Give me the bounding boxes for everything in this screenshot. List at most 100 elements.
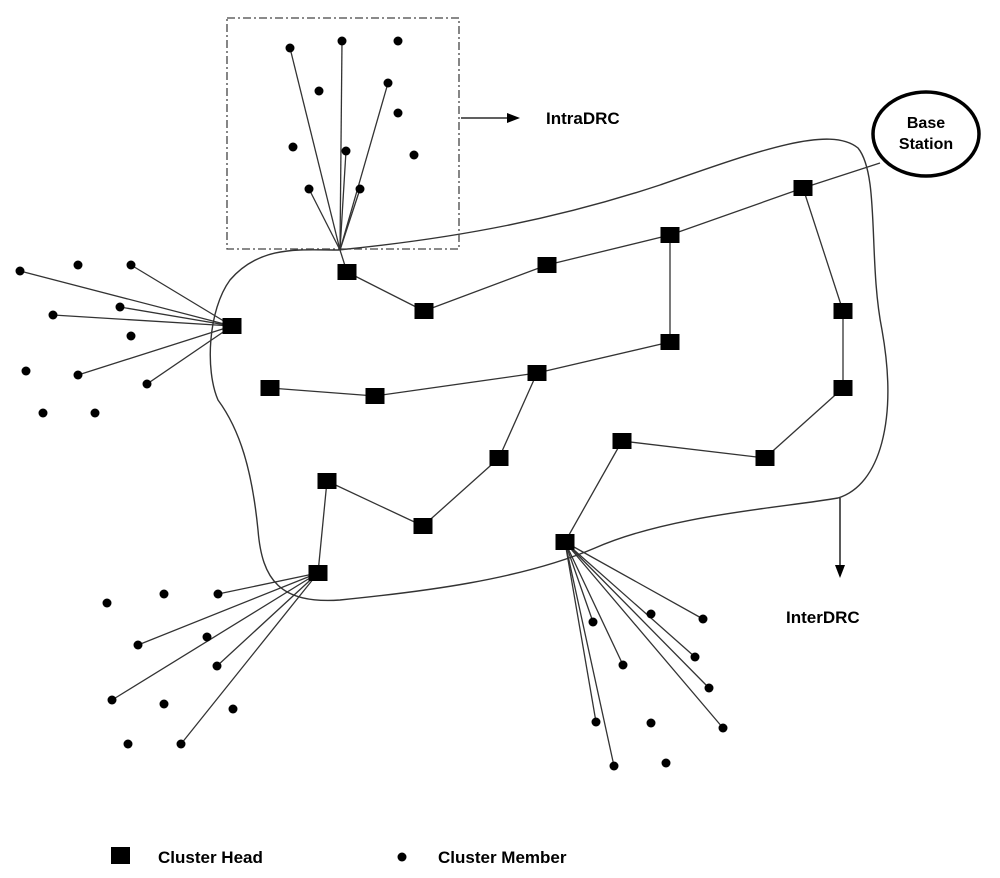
inter-cluster-link — [536, 341, 671, 374]
cluster-member-node — [646, 609, 656, 619]
cluster-member-node — [337, 36, 347, 46]
cluster-member-node — [393, 36, 403, 46]
inter-cluster-link — [802, 187, 844, 312]
intra-cluster-link — [564, 541, 710, 689]
cluster-member-node — [690, 652, 700, 662]
cluster-head-node — [413, 518, 433, 534]
cluster-member-node — [202, 632, 212, 642]
legend: Cluster Head Cluster Member — [111, 847, 567, 867]
legend-cluster-head-label: Cluster Head — [158, 848, 263, 867]
cluster-member-node — [73, 260, 83, 270]
inter-cluster-link — [546, 234, 671, 266]
intra-cluster-link — [564, 541, 624, 666]
cluster-member-node — [15, 266, 25, 276]
cluster-member-node — [90, 408, 100, 418]
intra-cluster-link — [339, 40, 343, 251]
cluster-member-node — [588, 617, 598, 627]
intra-cluster-link — [339, 188, 361, 251]
cluster-head-node — [660, 334, 680, 350]
intra-cluster-link — [564, 541, 704, 620]
inter-cluster-link — [669, 187, 804, 236]
cluster-member-node — [609, 761, 619, 771]
cluster-member-node — [409, 150, 419, 160]
cluster-head-node — [833, 303, 853, 319]
inter-cluster-link — [764, 387, 844, 459]
intra-cluster-link — [111, 572, 319, 701]
cluster-head-node — [365, 388, 385, 404]
inter-cluster-link — [422, 457, 500, 527]
cluster-member-node — [142, 379, 152, 389]
intra-cluster-link — [119, 306, 233, 327]
intra-cluster-link — [130, 264, 233, 327]
intra-cluster-link — [564, 541, 724, 729]
network-links — [19, 40, 881, 767]
cluster-member-node — [288, 142, 298, 152]
cluster-head-node — [793, 180, 813, 196]
cluster-head-node — [222, 318, 242, 334]
cluster-member-node — [176, 739, 186, 749]
cluster-head-node — [555, 534, 575, 550]
cluster-member-node — [304, 184, 314, 194]
inter-cluster-link — [346, 271, 425, 312]
cluster-head-node — [337, 264, 357, 280]
inter-cluster-link — [326, 480, 424, 527]
intra-cluster-link — [217, 572, 319, 595]
intra-cluster-link — [339, 150, 347, 251]
intra-cluster-link — [564, 541, 597, 723]
cluster-member-node — [213, 589, 223, 599]
cluster-member-node — [285, 43, 295, 53]
cluster-member-node — [212, 661, 222, 671]
intra-cluster-link — [77, 325, 233, 376]
intra-cluster-link — [216, 572, 319, 667]
base-station-label-line2: Station — [899, 136, 953, 153]
intra-cluster-link — [564, 541, 615, 767]
cluster-head-node — [755, 450, 775, 466]
cluster-member-node — [314, 86, 324, 96]
cluster-head-node — [317, 473, 337, 489]
intradrc-label: IntraDRC — [546, 109, 620, 128]
cluster-member-node — [355, 184, 365, 194]
cluster-member-node — [646, 718, 656, 728]
cluster-head-node — [612, 433, 632, 449]
cluster-member-node — [159, 589, 169, 599]
cluster-member-node — [704, 683, 714, 693]
cluster-member-node — [718, 723, 728, 733]
cluster-head-node — [308, 565, 328, 581]
legend-cluster-member-label: Cluster Member — [438, 848, 567, 867]
cluster-member-node — [102, 598, 112, 608]
cluster-head-node — [833, 380, 853, 396]
cluster-member-node — [21, 366, 31, 376]
intra-cluster-link — [564, 541, 696, 658]
cluster-member-node — [38, 408, 48, 418]
cluster-head-node — [527, 365, 547, 381]
cluster-member-node — [661, 758, 671, 768]
cluster-member-node — [698, 614, 708, 624]
intra-cluster-link — [289, 47, 341, 251]
cluster-member-node — [341, 146, 351, 156]
cluster-members — [15, 36, 728, 771]
inter-cluster-link — [269, 387, 376, 397]
cluster-member-node — [73, 370, 83, 380]
intra-cluster-link — [564, 541, 594, 623]
intra-cluster-link — [339, 82, 389, 251]
cluster-member-node — [126, 331, 136, 341]
inter-cluster-link — [374, 372, 538, 397]
base-station-label-line1: Base — [907, 115, 945, 132]
cluster-member-node — [159, 699, 169, 709]
intra-cluster-link — [137, 572, 319, 646]
legend-cluster-head-symbol — [111, 847, 130, 864]
interdrc-arrow — [835, 498, 845, 578]
cluster-head-node — [660, 227, 680, 243]
intra-cluster-link — [180, 572, 319, 745]
inter-cluster-link — [564, 440, 623, 543]
cluster-head-node — [414, 303, 434, 319]
interdrc-boundary — [209, 138, 889, 602]
cluster-head-node — [260, 380, 280, 396]
cluster-member-node — [123, 739, 133, 749]
cluster-member-node — [48, 310, 58, 320]
cluster-member-node — [126, 260, 136, 270]
intra-cluster-link — [308, 188, 341, 251]
intra-cluster-link — [146, 325, 233, 385]
inter-cluster-link — [621, 440, 766, 459]
